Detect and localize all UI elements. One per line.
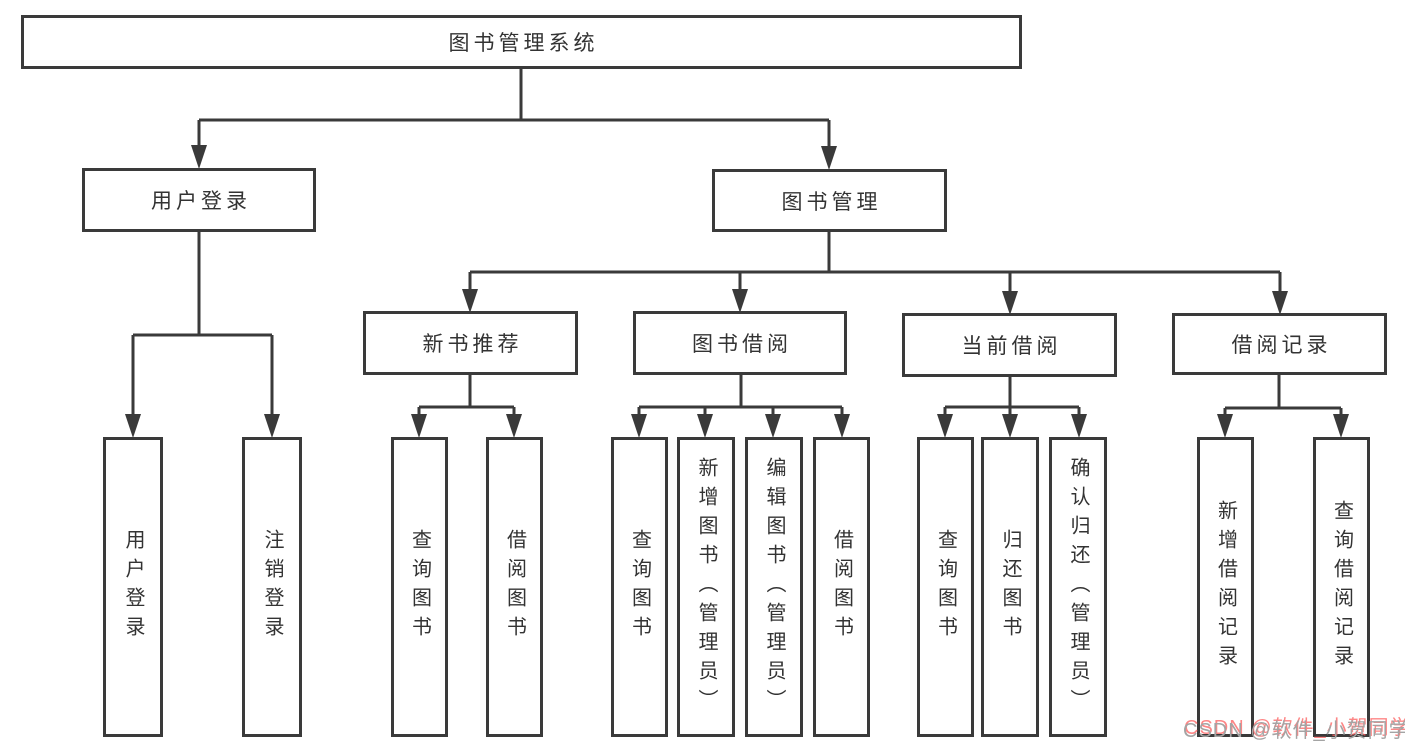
node-library-system-label: 图书管理系统 xyxy=(448,32,599,55)
node-leaf-query-books-current-label: 查询图书 xyxy=(934,529,957,645)
node-leaf-query-books-recommend-label: 查询图书 xyxy=(408,529,431,645)
connector-root-to-level2 xyxy=(197,69,831,151)
node-user-login: 用户登录 xyxy=(82,168,316,232)
node-leaf-add-borrow-record-label: 新增借阅记录 xyxy=(1214,500,1237,674)
node-leaf-query-borrow-record: 查询借阅记录 xyxy=(1313,437,1370,737)
node-leaf-confirm-return-admin: 确认归还（管理员） xyxy=(1049,437,1107,737)
node-leaf-query-books-recommend: 查询图书 xyxy=(391,437,448,737)
node-leaf-query-books-borrow: 查询图书 xyxy=(611,437,668,737)
node-book-management: 图书管理 xyxy=(712,169,947,232)
node-leaf-return-book-label: 归还图书 xyxy=(999,529,1021,645)
connector-new-book-to-leaves xyxy=(417,375,516,419)
node-leaf-logout-label: 注销登录 xyxy=(261,529,283,645)
node-user-login-label: 用户登录 xyxy=(151,190,251,213)
connector-user-login-to-leaves xyxy=(131,232,274,419)
node-leaf-query-books-borrow-label: 查询图书 xyxy=(628,529,651,645)
node-leaf-user-login-label: 用户登录 xyxy=(122,529,144,645)
node-leaf-edit-book-admin-label: 编辑图书（管理员） xyxy=(763,456,785,718)
node-library-system: 图书管理系统 xyxy=(21,15,1022,69)
node-book-borrow-label: 图书借阅 xyxy=(692,333,792,356)
node-leaf-logout: 注销登录 xyxy=(242,437,302,737)
connector-borrow-records-to-leaves xyxy=(1223,375,1343,419)
node-book-management-label: 图书管理 xyxy=(781,190,882,214)
node-leaf-borrow-books-recommend: 借阅图书 xyxy=(486,437,543,737)
node-leaf-user-login: 用户登录 xyxy=(103,437,163,737)
node-leaf-return-book: 归还图书 xyxy=(981,437,1039,737)
node-leaf-edit-book-admin: 编辑图书（管理员） xyxy=(745,437,803,737)
node-leaf-borrow-books-recommend-label: 借阅图书 xyxy=(503,529,526,645)
node-new-book-recommend: 新书推荐 xyxy=(363,311,578,375)
node-borrow-records-label: 借阅记录 xyxy=(1231,334,1332,357)
node-book-borrow: 图书借阅 xyxy=(633,311,847,375)
node-borrow-records: 借阅记录 xyxy=(1172,313,1387,375)
node-leaf-confirm-return-admin-label: 确认归还（管理员） xyxy=(1067,456,1089,718)
node-leaf-borrow-books-2: 借阅图书 xyxy=(813,437,870,737)
node-current-borrow-label: 当前借阅 xyxy=(961,335,1062,358)
connector-book-management-to-level3 xyxy=(468,232,1282,296)
node-new-book-recommend-label: 新书推荐 xyxy=(422,333,523,356)
node-current-borrow: 当前借阅 xyxy=(902,313,1117,377)
node-leaf-query-borrow-record-label: 查询借阅记录 xyxy=(1330,500,1353,674)
node-leaf-add-book-admin: 新增图书（管理员） xyxy=(677,437,735,737)
arrowheads xyxy=(125,145,1349,438)
connector-current-borrow-to-leaves xyxy=(943,377,1081,419)
node-leaf-add-borrow-record: 新增借阅记录 xyxy=(1197,437,1254,737)
connector-book-borrow-to-leaves xyxy=(637,375,844,419)
node-leaf-query-books-current: 查询图书 xyxy=(917,437,974,737)
node-leaf-borrow-books-2-label: 借阅图书 xyxy=(830,529,853,645)
node-leaf-add-book-admin-label: 新增图书（管理员） xyxy=(695,456,717,718)
